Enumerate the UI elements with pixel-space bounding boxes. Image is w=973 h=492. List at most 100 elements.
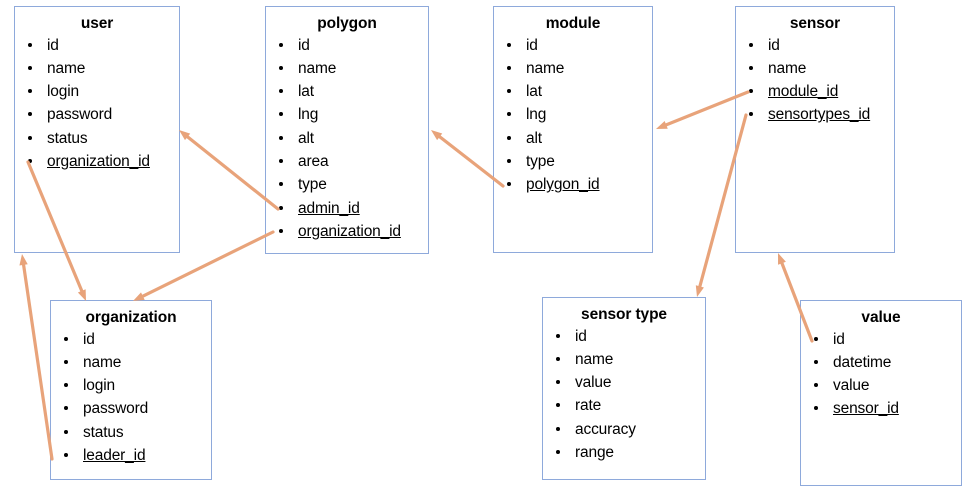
field-row: accuracy bbox=[553, 418, 705, 441]
field-row: lat bbox=[276, 80, 428, 103]
field-row: polygon_id bbox=[504, 173, 652, 196]
field-name: lat bbox=[526, 83, 542, 101]
field-name-foreign-key: module_id bbox=[768, 83, 839, 101]
bullet-icon bbox=[556, 380, 560, 385]
bullet-icon bbox=[279, 112, 283, 117]
entity-title-organization: organization bbox=[85, 309, 177, 326]
bullet-icon bbox=[749, 89, 753, 94]
field-row: id bbox=[504, 34, 652, 57]
relationship-arrow-polygon-admin-to-user bbox=[179, 130, 280, 211]
field-name: id bbox=[526, 36, 538, 54]
bullet-icon bbox=[64, 406, 68, 411]
relationship-arrow-organization-leader-to-user bbox=[19, 254, 54, 461]
field-row: leader_id bbox=[61, 444, 211, 467]
field-name: id bbox=[575, 327, 587, 345]
field-name: lat bbox=[298, 83, 314, 101]
arrow-head bbox=[695, 285, 704, 297]
field-name: name bbox=[526, 59, 565, 77]
field-name: name bbox=[83, 353, 122, 371]
field-row: sensortypes_id bbox=[746, 103, 894, 126]
field-name-foreign-key: admin_id bbox=[298, 199, 360, 217]
field-name: password bbox=[47, 106, 113, 124]
field-row: id bbox=[25, 34, 179, 57]
bullet-icon bbox=[507, 182, 511, 187]
arrow-head bbox=[179, 130, 191, 141]
bullet-icon bbox=[814, 336, 818, 341]
entity-title-value: value bbox=[861, 309, 901, 326]
bullet-icon bbox=[279, 135, 283, 140]
entity-title-polygon: polygon bbox=[317, 15, 377, 32]
field-name: id bbox=[833, 330, 845, 348]
arrow-head bbox=[19, 254, 28, 266]
bullet-icon bbox=[556, 333, 560, 338]
field-name: id bbox=[83, 330, 95, 348]
bullet-icon bbox=[28, 158, 32, 163]
field-row: lat bbox=[504, 80, 652, 103]
bullet-icon bbox=[279, 42, 283, 47]
field-row: value bbox=[811, 374, 961, 397]
field-row: status bbox=[25, 127, 179, 150]
field-name-foreign-key: sensortypes_id bbox=[768, 106, 871, 124]
field-row: id bbox=[811, 328, 961, 351]
bullet-icon bbox=[28, 65, 32, 70]
bullet-icon bbox=[64, 336, 68, 341]
bullet-icon bbox=[279, 158, 283, 163]
field-row: lng bbox=[276, 103, 428, 126]
bullet-icon bbox=[556, 403, 560, 408]
field-row: type bbox=[276, 173, 428, 196]
field-row: name bbox=[746, 57, 894, 80]
field-name: name bbox=[768, 59, 807, 77]
bullet-icon bbox=[279, 205, 283, 210]
field-name: type bbox=[298, 176, 327, 194]
field-name: status bbox=[83, 423, 124, 441]
field-name: value bbox=[833, 377, 870, 395]
field-row: id bbox=[553, 325, 705, 348]
field-row: rate bbox=[553, 394, 705, 417]
bullet-icon bbox=[556, 356, 560, 361]
bullet-icon bbox=[556, 449, 560, 454]
field-row: range bbox=[553, 441, 705, 464]
bullet-icon bbox=[507, 158, 511, 163]
entity-box-organization[interactable]: organization id name login password status lea… bbox=[50, 300, 212, 480]
field-row: password bbox=[25, 103, 179, 126]
bullet-icon bbox=[507, 112, 511, 117]
field-row: name bbox=[504, 57, 652, 80]
entity-title-sensor: sensor bbox=[789, 15, 841, 32]
bullet-icon bbox=[507, 65, 511, 70]
field-row: login bbox=[61, 374, 211, 397]
field-name-foreign-key: leader_id bbox=[83, 446, 146, 464]
field-row: login bbox=[25, 80, 179, 103]
field-row: id bbox=[276, 34, 428, 57]
entity-title-user: user bbox=[80, 15, 114, 32]
bullet-icon bbox=[64, 383, 68, 388]
field-name: datetime bbox=[833, 353, 892, 371]
bullet-icon bbox=[814, 383, 818, 388]
arrow-head bbox=[656, 120, 668, 129]
field-name: login bbox=[83, 377, 115, 395]
field-row: area bbox=[276, 150, 428, 173]
field-row: organization_id bbox=[276, 220, 428, 243]
field-row: lng bbox=[504, 103, 652, 126]
field-name: lng bbox=[298, 106, 319, 124]
field-name: password bbox=[83, 400, 149, 418]
field-name: accuracy bbox=[575, 420, 636, 438]
bullet-icon bbox=[507, 42, 511, 47]
field-row: type bbox=[504, 150, 652, 173]
field-row: value bbox=[553, 371, 705, 394]
bullet-icon bbox=[556, 426, 560, 431]
bullet-icon bbox=[507, 135, 511, 140]
field-name-foreign-key: sensor_id bbox=[833, 400, 899, 418]
bullet-icon bbox=[279, 228, 283, 233]
bullet-icon bbox=[279, 65, 283, 70]
